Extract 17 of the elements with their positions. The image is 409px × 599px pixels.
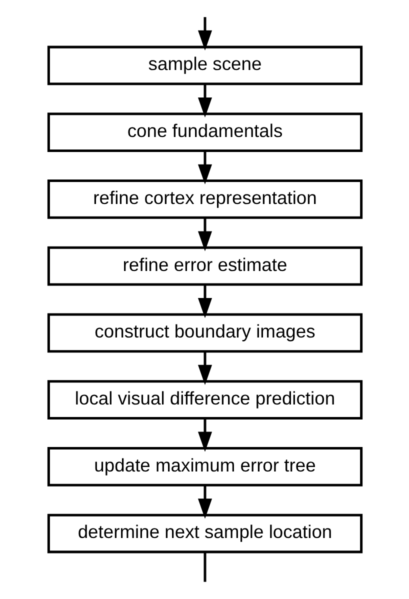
node-box: sample scene [46,46,362,86]
arrow [197,352,212,386]
node-box: construct boundary images [46,313,362,353]
node-box: local visual difference prediction [46,380,362,420]
arrow [197,218,212,252]
node-box: refine error estimate [46,246,362,286]
arrow [197,418,212,452]
arrow [197,17,212,51]
node-box: update maximum error tree [46,447,362,486]
node-box: cone fundamentals [46,112,362,152]
arrow [197,285,212,318]
arrow [197,84,212,118]
arrow [197,486,212,519]
node-box: refine cortex representation [46,180,362,219]
node-box: determine next sample location [46,514,362,554]
arrow [197,151,212,184]
connector [203,552,206,582]
